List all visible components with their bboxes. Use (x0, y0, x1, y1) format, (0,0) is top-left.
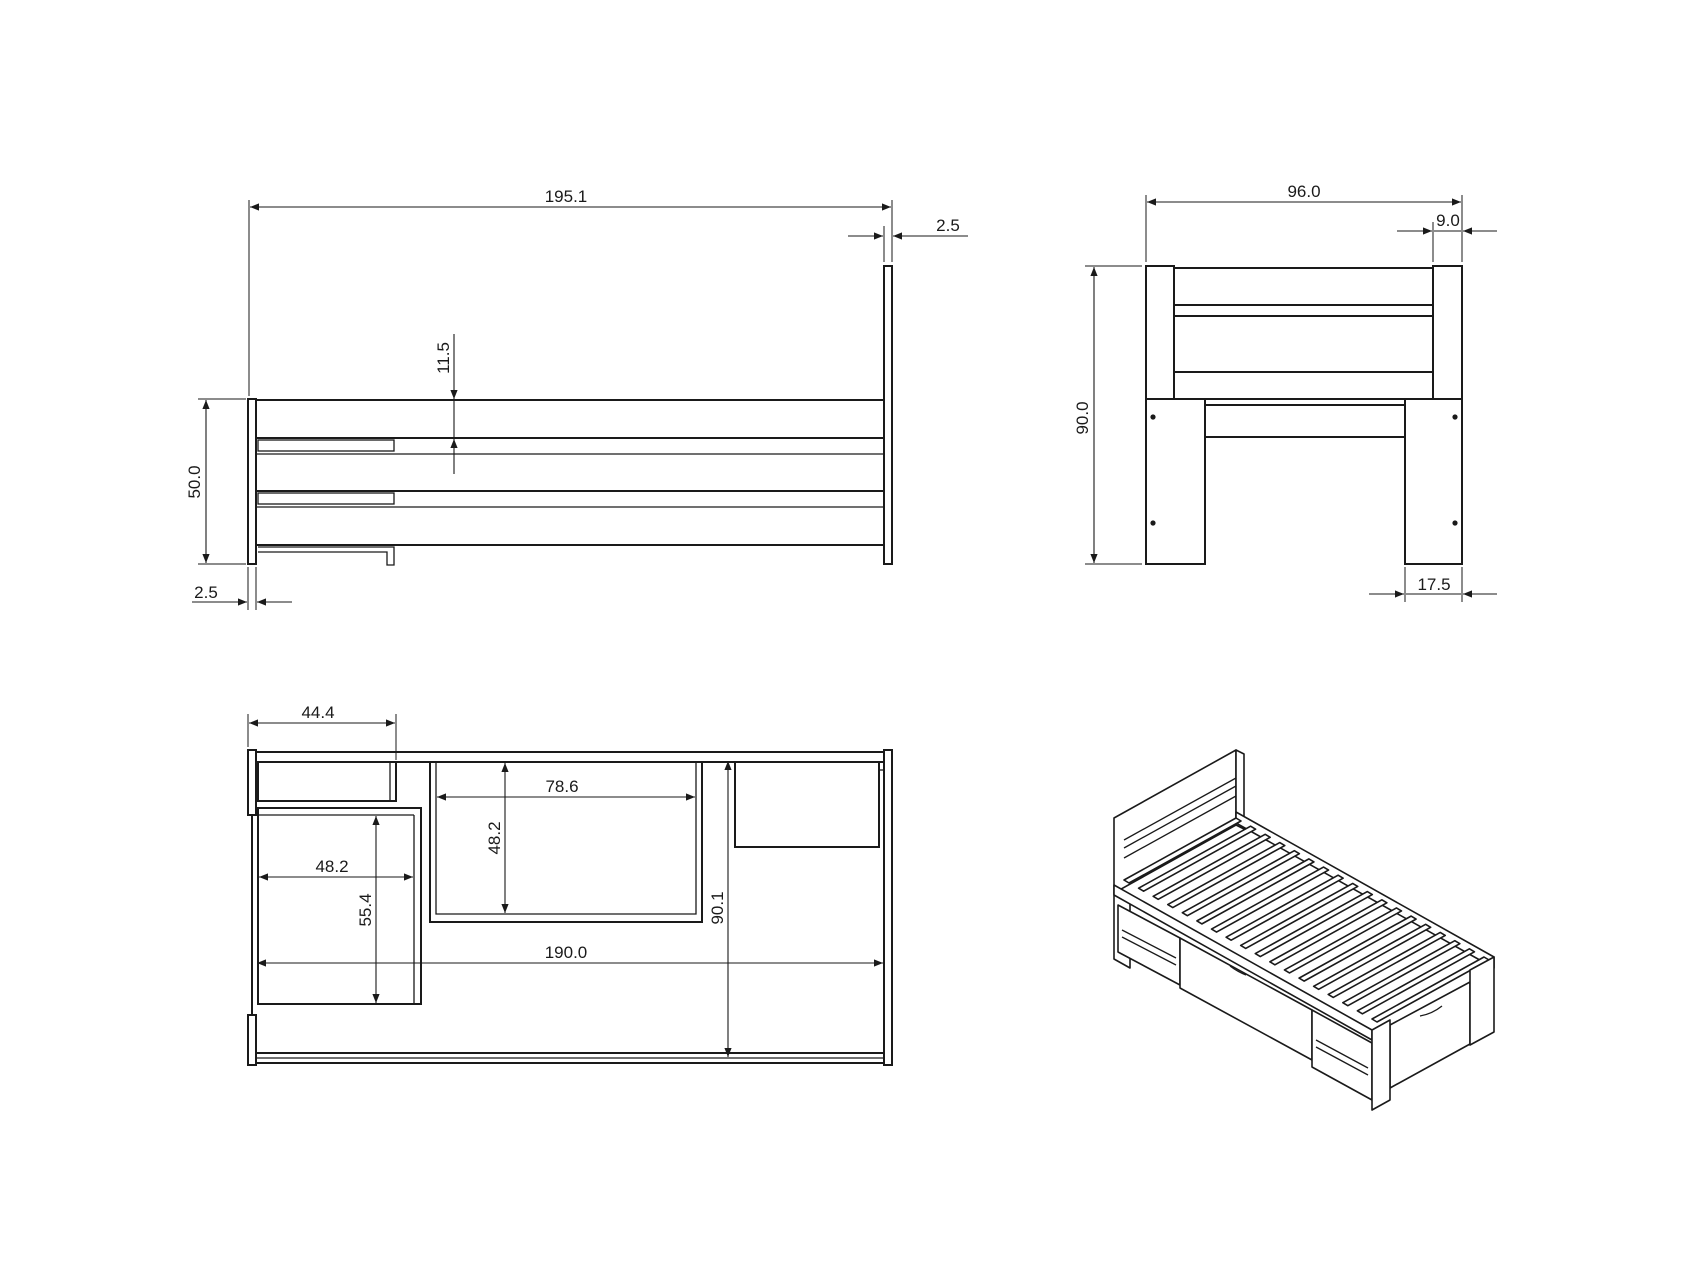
dim-post-width-top: 9.0 (1436, 211, 1460, 230)
dim-drawer-width: 44.4 (301, 703, 334, 722)
iso-slat (1254, 890, 1374, 958)
iso-slat (1298, 915, 1417, 982)
isometric-view (1113, 749, 1495, 1111)
headboard-panel (883, 265, 893, 565)
top-storage-box (734, 761, 880, 848)
top-end-left-lower (247, 1014, 257, 1066)
iso-slat (1225, 874, 1344, 942)
dim-headboard-thickness: 2.5 (936, 216, 960, 235)
end-leg-right (1404, 398, 1463, 565)
dim-overall-length: 195.1 (545, 187, 588, 206)
side-drawers (257, 439, 395, 566)
iso-slat (1152, 833, 1271, 901)
end-post-right (1432, 265, 1463, 400)
side-rails (256, 399, 884, 546)
iso-slat (1342, 939, 1461, 1007)
iso-slat (1123, 817, 1242, 884)
top-end-right (883, 749, 893, 1066)
iso-slat (1312, 923, 1432, 991)
iso-slat (1327, 931, 1447, 999)
dim-headboard-height: 90.0 (1073, 401, 1092, 434)
iso-slat (1137, 825, 1257, 892)
iso-slat (1356, 948, 1476, 1015)
iso-slat (1210, 866, 1330, 933)
dim-side-drawer-width: 48.2 (315, 857, 348, 876)
top-drawer-small (257, 761, 397, 802)
dim-side-drawer-depth: 55.4 (356, 893, 375, 926)
dim-footboard-height: 50.0 (185, 465, 204, 498)
top-rail-upper (255, 751, 885, 763)
dim-center-drawer-width: 78.6 (545, 777, 578, 796)
end-post-left (1145, 265, 1175, 400)
dim-post-width-bottom: 17.5 (1417, 575, 1450, 594)
end-leg-left (1145, 398, 1206, 565)
iso-slat (1269, 898, 1388, 966)
footboard-panel (247, 398, 257, 565)
top-end-left-upper (247, 749, 257, 816)
top-drawer-large (257, 807, 422, 1005)
iso-slat (1181, 849, 1301, 917)
iso-slat (1166, 841, 1286, 909)
dim-mattress-length: 190.0 (545, 943, 588, 962)
iso-slat (1283, 907, 1403, 974)
end-view: 96.0 9.0 90.0 17.5 (1073, 182, 1497, 602)
top-view: 44.4 78.6 48.2 48.2 55.4 190.0 90.1 (247, 703, 893, 1066)
top-drawer-center (429, 761, 703, 923)
dim-mattress-width: 90.1 (708, 891, 727, 924)
dim-rail-height: 11.5 (434, 342, 453, 374)
iso-slats (1123, 817, 1490, 1023)
iso-slat (1239, 882, 1359, 950)
iso-slat (1196, 858, 1315, 925)
dim-footboard-thickness: 2.5 (194, 583, 218, 602)
dim-overall-width: 96.0 (1287, 182, 1320, 201)
dim-center-drawer-depth: 48.2 (485, 821, 504, 854)
side-view: 195.1 2.5 11.5 50.0 2.5 (185, 187, 968, 610)
